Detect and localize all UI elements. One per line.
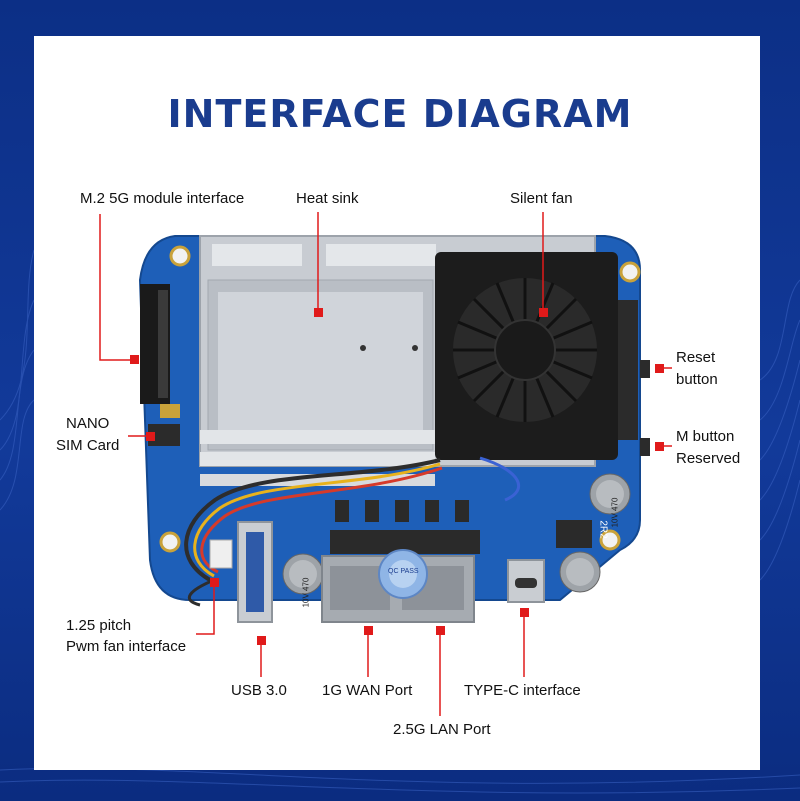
- mounting-hole: [169, 245, 191, 267]
- fan-cable: [184, 458, 441, 582]
- page-title: INTERFACE DIAGRAM: [167, 92, 633, 136]
- label-reset-line2: button: [676, 371, 718, 388]
- label-nano-line1: NANO: [66, 415, 110, 432]
- label-heat-sink: Heat sink: [296, 190, 359, 207]
- mounting-hole: [599, 529, 621, 551]
- fan-hub: [494, 319, 556, 381]
- capacitor-left: [282, 553, 324, 595]
- capacitor-bottom-right: [559, 551, 601, 593]
- reset-button-body: [640, 360, 650, 378]
- type-c-port-body: [507, 559, 545, 603]
- label-pwm-line1: 1.25 pitch: [66, 617, 132, 634]
- label-nano-line2: SIM Card: [56, 437, 120, 454]
- label-typec: TYPE-C interface: [464, 682, 581, 699]
- label-m2-interface: M.2 5G module interface: [80, 190, 245, 207]
- inductor: [556, 520, 592, 548]
- label-pwm-line2: Pwm fan interface: [66, 638, 187, 655]
- buzzer-text: QC PASS: [388, 568, 419, 575]
- label-lan: 2.5G LAN Port: [393, 721, 491, 738]
- mounting-hole: [619, 261, 641, 283]
- label-usb: USB 3.0: [231, 682, 287, 699]
- cap-right-text: 10V 470: [610, 497, 620, 528]
- label-silent-fan: Silent fan: [510, 190, 573, 207]
- smd-component: [160, 404, 180, 418]
- label-mbutton-line1: M button: [676, 428, 735, 445]
- board-code-text: 2R2: [597, 520, 609, 539]
- sim-slot: [148, 424, 180, 446]
- capacitor-top-right: [589, 473, 631, 515]
- fan-connector: [209, 539, 233, 569]
- m-button-body: [640, 438, 650, 456]
- mounting-hole: [159, 531, 181, 553]
- label-wan: 1G WAN Port: [322, 682, 413, 699]
- label-mbutton-line2: Reserved: [676, 450, 741, 467]
- label-reset-line1: Reset: [676, 349, 716, 366]
- cap-left-text: 10V 470: [301, 577, 311, 608]
